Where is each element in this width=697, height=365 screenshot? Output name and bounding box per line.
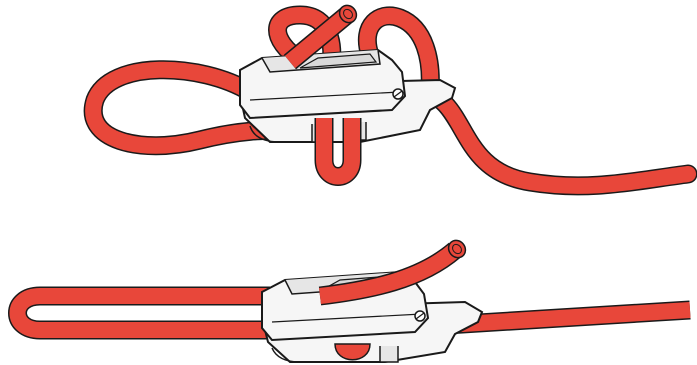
bottom-panel: [18, 237, 691, 362]
bottom-rope-loop: [18, 296, 281, 330]
top-panel: [93, 2, 688, 186]
top-rope-tail: [420, 90, 688, 186]
bottom-rope-end: [320, 237, 469, 296]
